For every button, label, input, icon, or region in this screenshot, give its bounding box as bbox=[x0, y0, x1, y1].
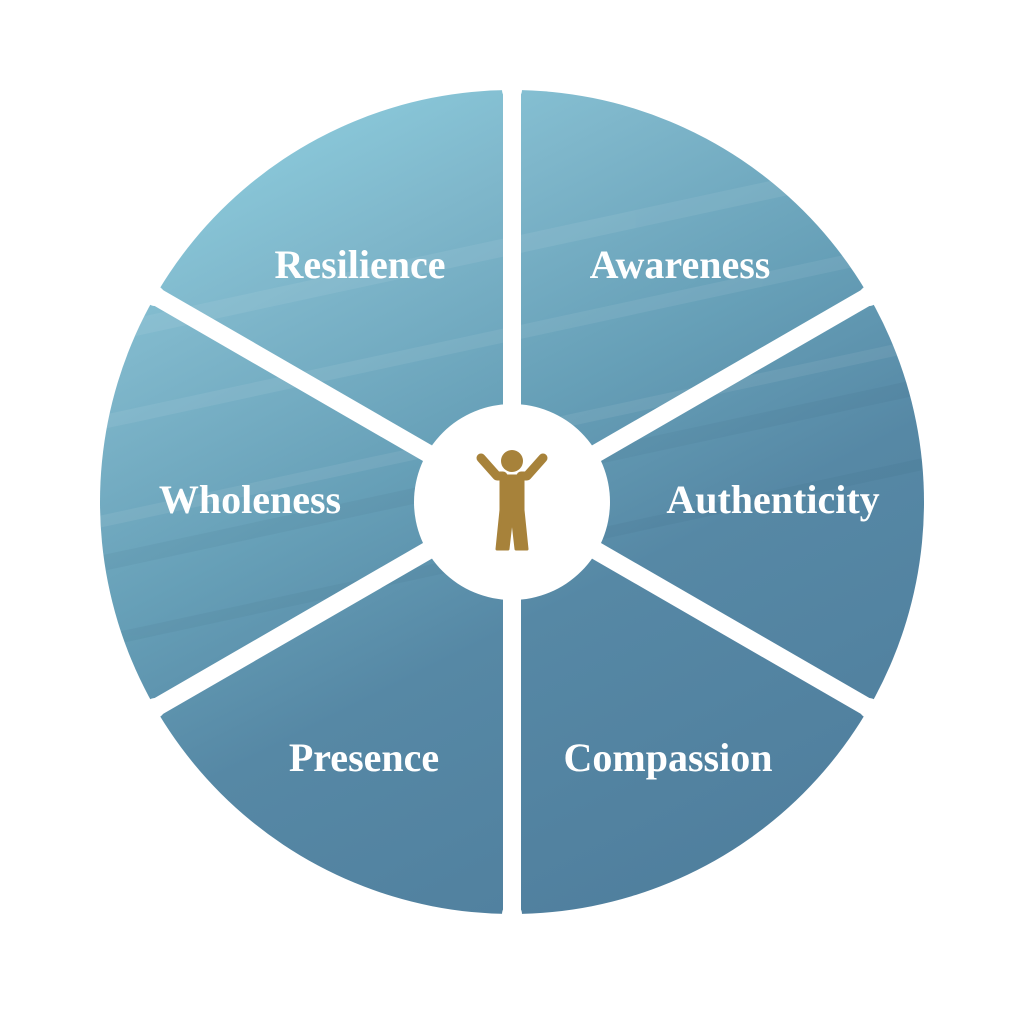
segment-label-awareness: Awareness bbox=[590, 242, 771, 287]
person-arms-raised-icon bbox=[476, 450, 548, 551]
segment-label-wholeness: Wholeness bbox=[159, 477, 341, 522]
segment-label-authenticity: Authenticity bbox=[666, 477, 879, 522]
segment-corner-rounding bbox=[145, 80, 879, 924]
segment-label-compassion: Compassion bbox=[564, 735, 773, 780]
segment-label-presence: Presence bbox=[289, 735, 439, 780]
segment-label-resilience: Resilience bbox=[274, 242, 445, 287]
